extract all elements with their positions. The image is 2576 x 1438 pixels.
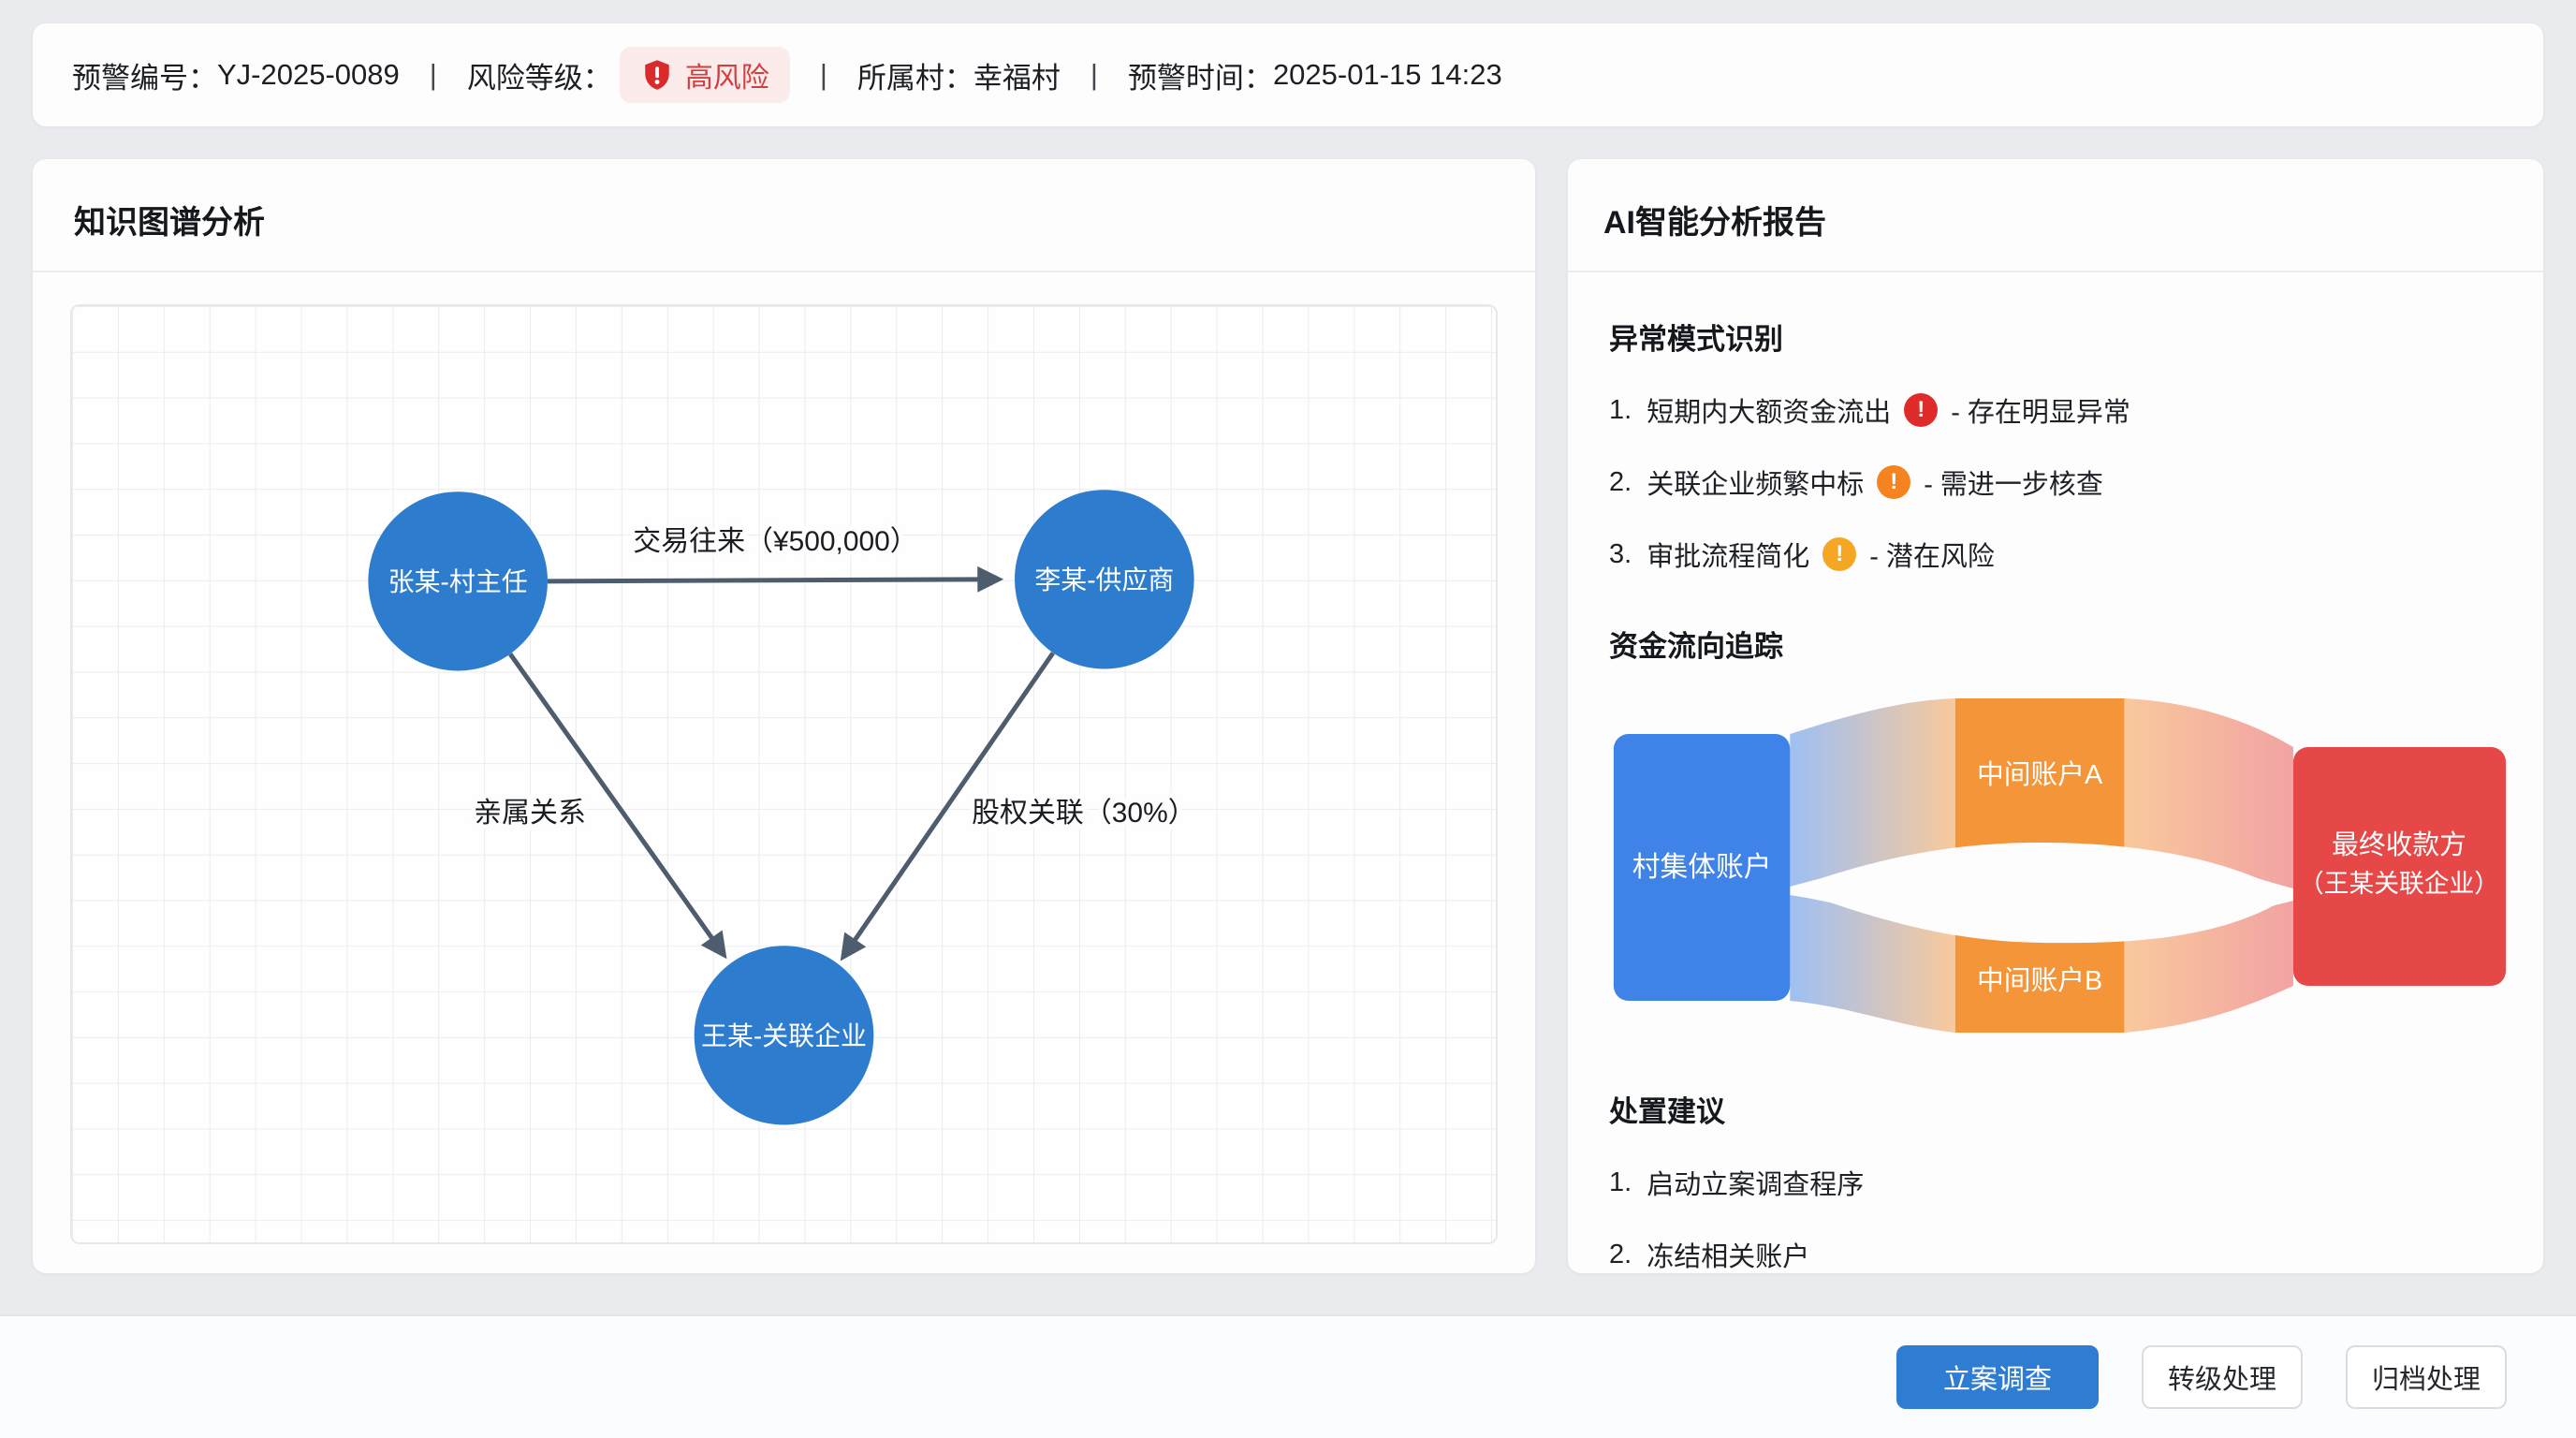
graph-node-li-label: 李某-供应商 xyxy=(1034,565,1174,594)
item-number: 3. xyxy=(1609,538,1632,569)
alert-number: 预警编号： YJ-2025-0089 xyxy=(72,54,400,96)
file-case-button[interactable]: 立案调查 xyxy=(1895,1345,2099,1409)
risk-level: 风险等级： 高风险 xyxy=(467,47,790,103)
item-number: 1. xyxy=(1609,394,1632,425)
risk-badge: 高风险 xyxy=(619,47,790,103)
exclamation-icon: ! xyxy=(1822,537,1857,571)
advice-item-text: 冻结相关账户 xyxy=(1647,1242,1810,1272)
anomaly-item: 1. 短期内大额资金流出 ! - 存在明显异常 xyxy=(1609,390,2511,430)
alert-number-value: YJ-2025-0089 xyxy=(217,58,400,91)
flow-ribbon-top-left xyxy=(1790,698,1955,887)
graph-canvas[interactable]: 交易往来（¥500,000） 亲属关系 股权关联（30%） 张某-村主任 李某-… xyxy=(70,304,1498,1244)
action-bar: 立案调查 转级处理 归档处理 xyxy=(0,1314,2576,1438)
graph-node-wang-label: 王某-关联企业 xyxy=(701,1021,867,1050)
edge-kinship-label: 亲属关系 xyxy=(474,798,586,829)
anomaly-item-suffix: - 需进一步核查 xyxy=(1924,470,2103,500)
exclamation-icon: ! xyxy=(1904,393,1939,427)
anomaly-item: 3. 审批流程简化 ! - 潜在风险 xyxy=(1609,535,2511,574)
alert-time: 预警时间： 2025-01-15 14:23 xyxy=(1128,54,1502,96)
edge-equity xyxy=(840,652,1055,961)
fund-flow-heading: 资金流向追踪 xyxy=(1609,630,1783,663)
risk-badge-label: 高风险 xyxy=(684,63,769,94)
sankey-target-label-line1: 最终收款方 xyxy=(2332,830,2466,860)
flow-ribbon-bottom-left xyxy=(1790,895,1955,1033)
anomaly-item-suffix: - 存在明显异常 xyxy=(1951,398,2130,428)
edge-transaction-label: 交易往来（¥500,000） xyxy=(633,526,917,557)
sankey-node-source xyxy=(1613,734,1791,1001)
item-number: 1. xyxy=(1609,1167,1632,1197)
item-number: 2. xyxy=(1609,1239,1632,1269)
separator: | xyxy=(819,58,827,91)
anomaly-item-text: 关联企业频繁中标 xyxy=(1647,470,1865,500)
anomaly-item-suffix: - 潜在风险 xyxy=(1869,542,1995,572)
graph-node-zhang-label: 张某-村主任 xyxy=(388,567,528,596)
advice-item: 1. 启动立案调查程序 xyxy=(1609,1163,2511,1202)
ai-report-panel: AI智能分析报告 异常模式识别 1. 短期内大额资金流出 ! - 存在明显异常 … xyxy=(1568,159,2543,1344)
graph-node-zhang[interactable]: 张某-村主任 xyxy=(368,492,548,671)
escalate-button[interactable]: 转级处理 xyxy=(2141,1345,2303,1409)
alert-time-value: 2025-01-15 14:23 xyxy=(1272,58,1502,91)
advice-item: 2. 冻结相关账户 xyxy=(1609,1235,2511,1274)
sankey-target-label-line2: （王某关联企业） xyxy=(2299,870,2499,898)
edge-equity-label: 股权关联（30%） xyxy=(972,798,1196,829)
advice-heading: 处置建议 xyxy=(1609,1095,1725,1128)
village: 所属村： 幸福村 xyxy=(857,54,1061,96)
panel-divider xyxy=(33,271,1535,272)
archive-button[interactable]: 归档处理 xyxy=(2345,1345,2507,1409)
separator: | xyxy=(429,58,437,91)
sankey-node-target xyxy=(2292,747,2507,986)
knowledge-graph-title: 知识图谱分析 xyxy=(74,205,265,241)
item-number: 2. xyxy=(1609,466,1632,497)
knowledge-graph-panel: 知识图谱分析 交易往来（¥500,000） 亲属关系 股权关联（30%） xyxy=(33,159,1535,1273)
shield-exclamation-icon xyxy=(645,60,669,90)
fund-flow-sankey: 村集体账户 中间账户A 中间账户B 最终收款方 （王某关联企业） xyxy=(1613,698,2507,1033)
separator: | xyxy=(1090,58,1098,91)
flow-ribbon-top-right xyxy=(2124,698,2293,888)
alert-header: 预警编号： YJ-2025-0089 | 风险等级： 高风险 | 所属村： 幸福… xyxy=(33,23,2543,126)
anomaly-item: 2. 关联企业频繁中标 ! - 需进一步核查 xyxy=(1609,462,2511,502)
alert-number-label: 预警编号： xyxy=(72,61,217,95)
village-value: 幸福村 xyxy=(973,61,1061,95)
edge-kinship xyxy=(508,653,727,960)
graph-node-li[interactable]: 李某-供应商 xyxy=(1015,490,1194,669)
village-label: 所属村： xyxy=(856,61,973,95)
panel-divider xyxy=(1568,271,2543,272)
anomaly-item-text: 短期内大额资金流出 xyxy=(1647,398,1892,428)
sankey-source-label: 村集体账户 xyxy=(1632,852,1772,883)
sankey-middle-b-label: 中间账户B xyxy=(1977,966,2102,996)
anomaly-item-text: 审批流程简化 xyxy=(1647,542,1810,572)
edge-transaction xyxy=(547,565,1004,593)
anomaly-heading: 异常模式识别 xyxy=(1609,323,1783,356)
advice-item-text: 启动立案调查程序 xyxy=(1647,1170,1865,1200)
sankey-lens-gap xyxy=(1792,843,2291,944)
graph-node-wang[interactable]: 王某-关联企业 xyxy=(694,946,874,1125)
risk-level-label: 风险等级： xyxy=(466,61,612,95)
ai-report-title: AI智能分析报告 xyxy=(1603,205,1826,241)
exclamation-icon: ! xyxy=(1877,465,1911,499)
sankey-middle-a-label: 中间账户A xyxy=(1977,760,2103,790)
alert-time-label: 预警时间： xyxy=(1127,61,1273,95)
